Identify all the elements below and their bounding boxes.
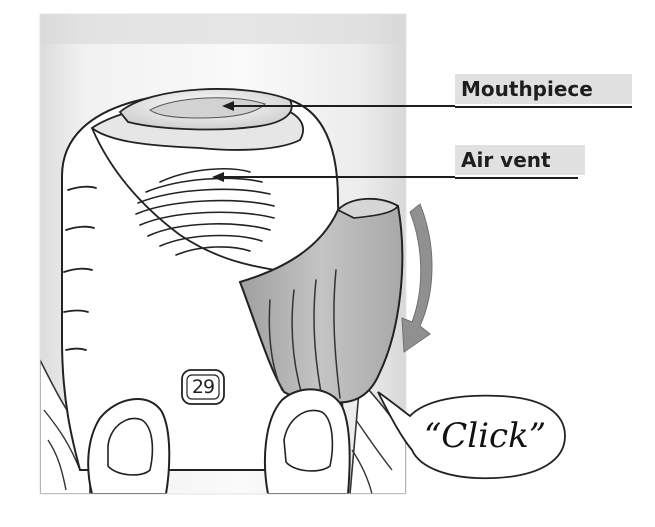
air-vent-label: Air vent (455, 145, 585, 175)
click-sound-text: “Click” (415, 412, 555, 460)
panel-top-shade (40, 14, 406, 44)
mouthpiece-label-underline (455, 106, 632, 108)
mouthpiece-label: Mouthpiece (455, 74, 632, 104)
air-vent-label-underline (455, 177, 578, 179)
dose-counter-value: 29 (186, 374, 220, 400)
